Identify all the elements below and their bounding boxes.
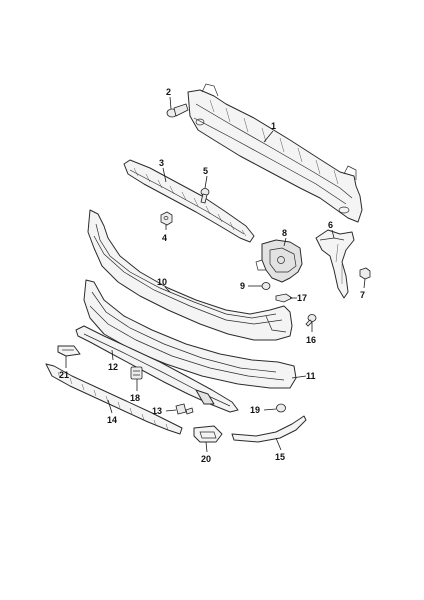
callout-6: 6 (328, 220, 333, 230)
part-12-lower-trim (75, 325, 239, 413)
callout-1: 1 (271, 121, 276, 131)
part-11-lower-bumper-section (83, 279, 297, 389)
callout-14: 14 (107, 415, 117, 425)
callout-21: 21 (59, 370, 69, 380)
callout-15: 15 (275, 452, 285, 462)
part-2-bolt (166, 103, 189, 118)
part-7-nut (359, 267, 371, 280)
callout-7: 7 (360, 290, 365, 300)
part-5-bolt (200, 188, 210, 204)
part-16-screw (305, 314, 317, 327)
part-17-clip (275, 293, 293, 303)
part-13-clip (175, 403, 194, 415)
part-4-nut (160, 211, 173, 226)
callout-11: 11 (306, 371, 316, 381)
leader-lines (65, 96, 366, 453)
callout-2: 2 (166, 87, 171, 97)
part-8-bracket (255, 239, 303, 283)
callout-16: 16 (306, 335, 316, 345)
part-9-nut (261, 282, 271, 290)
callout-12: 12 (108, 362, 118, 372)
callout-18: 18 (130, 393, 140, 403)
part-15-trim-strip (231, 415, 307, 443)
callout-19: 19 (250, 405, 260, 415)
callout-10: 10 (157, 277, 167, 287)
callout-20: 20 (201, 454, 211, 464)
part-3-mounting-strip (123, 159, 255, 243)
callout-3: 3 (159, 158, 164, 168)
part-18-clip (130, 366, 143, 380)
part-14-lower-strip (45, 363, 183, 435)
part-6-side-bracket (315, 229, 355, 299)
part-1-reinforcement-beam (187, 83, 363, 223)
part-20-reflector (193, 425, 223, 443)
callout-8: 8 (282, 228, 287, 238)
callout-13: 13 (152, 406, 162, 416)
callout-9: 9 (240, 281, 245, 291)
part-21-trim-piece (57, 345, 81, 357)
part-19-screw (276, 403, 286, 413)
callout-labels: 1 2 3 4 5 6 7 8 9 10 11 12 13 14 15 16 1… (59, 87, 365, 464)
callout-5: 5 (203, 166, 208, 176)
callout-17: 17 (297, 293, 307, 303)
part-10-bumper-cover (87, 209, 293, 341)
callout-4: 4 (162, 233, 167, 243)
